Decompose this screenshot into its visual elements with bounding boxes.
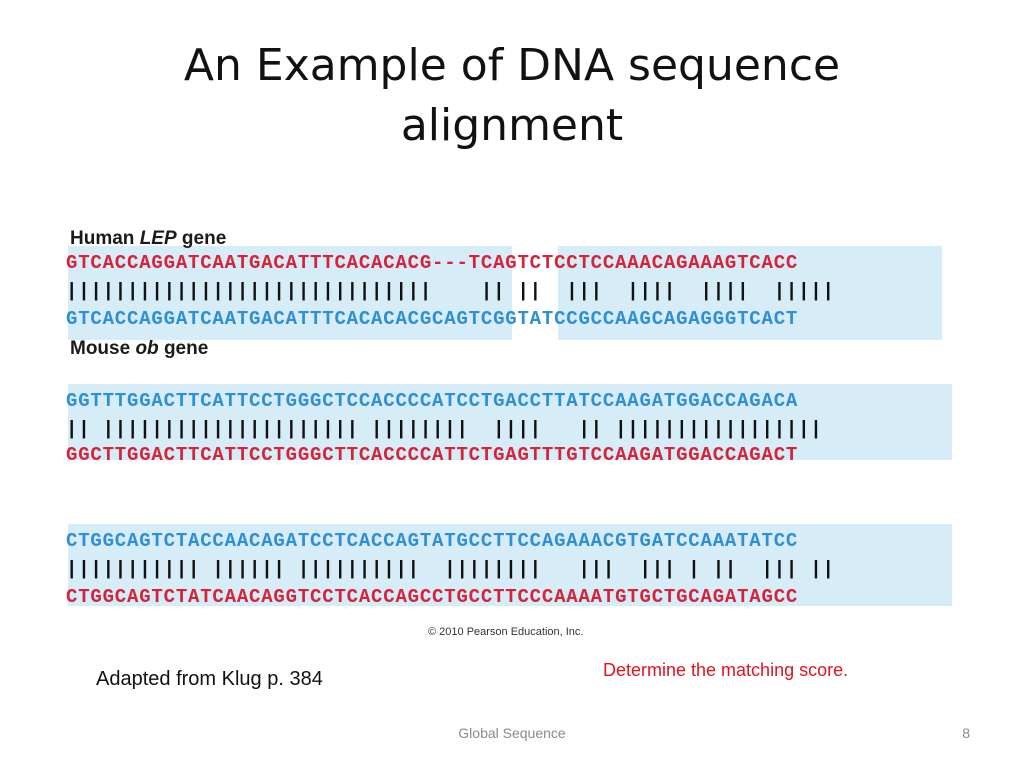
source-caption: Adapted from Klug p. 384	[96, 668, 323, 690]
match-highlight	[68, 246, 512, 340]
copyright-notice: © 2010 Pearson Education, Inc.	[428, 626, 584, 638]
match-bars-2: || ||||||||||||||||||||| |||||||| |||| |…	[66, 418, 823, 440]
alignment-figure: Human LEP gene GTCACCAGGATCAATGACATTTCAC…	[60, 222, 960, 642]
title-line-2: alignment	[400, 100, 624, 151]
slide-footer: Global Sequence	[458, 725, 566, 741]
match-highlight	[68, 384, 952, 460]
match-bars-3: ||||||||||| |||||| |||||||||| |||||||| |…	[66, 558, 835, 580]
title-line-1: An Example of DNA sequence	[183, 40, 841, 91]
match-bars-1: |||||||||||||||||||||||||||||| || || |||…	[66, 280, 835, 302]
mouse-sequence-1: GTCACCAGGATCAATGACATTTCACACACGCAGTCGGTAT…	[66, 308, 799, 330]
task-prompt: Determine the matching score.	[603, 660, 849, 680]
mouse-gene-label: Mouse ob gene	[70, 338, 209, 359]
mouse-sequence-2: GGTTTGGACTTCATTCCTGGGCTCCACCCCATCCTGACCT…	[66, 390, 799, 412]
human-sequence-3: CTGGCAGTCTATCAACAGGTCCTCACCAGCCTGCCTTCCC…	[66, 586, 799, 608]
page-number: 8	[962, 725, 970, 741]
match-highlight	[68, 524, 952, 606]
slide-title: An Example of DNA sequence alignment	[112, 36, 912, 156]
human-sequence-1: GTCACCAGGATCAATGACATTTCACACACG---TCAGTCT…	[66, 252, 799, 274]
mouse-sequence-3: CTGGCAGTCTACCAACAGATCCTCACCAGTATGCCTTCCA…	[66, 530, 799, 552]
match-highlight	[558, 246, 942, 340]
human-sequence-2: GGCTTGGACTTCATTCCTGGGCTTCACCCCATTCTGAGTT…	[66, 444, 799, 466]
human-gene-label: Human LEP gene	[70, 228, 227, 249]
